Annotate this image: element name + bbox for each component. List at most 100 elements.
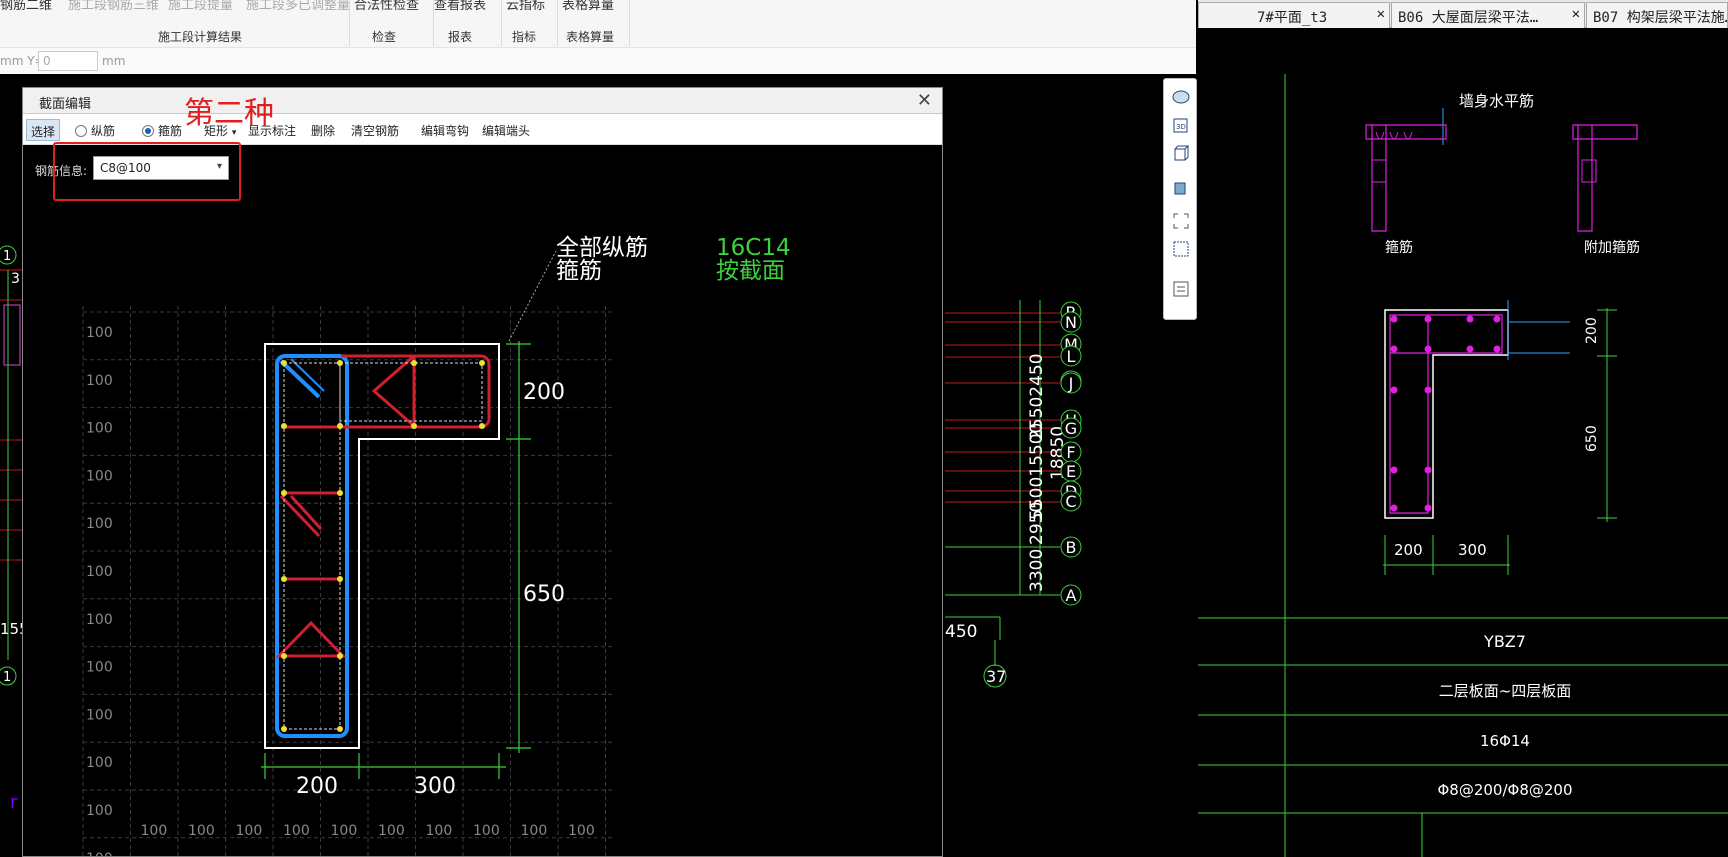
axis-label: G [1065, 419, 1077, 438]
ref-floors: 二层板面~四层板面 [1439, 682, 1572, 700]
tab-label: B07 构架层梁平法施… [1593, 10, 1728, 26]
ribbon-group-label: 表格算量 [566, 30, 615, 44]
ref-bar [1424, 315, 1432, 323]
grid-label-y: 100 [86, 325, 113, 341]
delete-button[interactable]: 删除 [311, 124, 336, 138]
ribbon-btn-quantity[interactable]: 施工段提量 [168, 0, 234, 13]
axis-label: C [1065, 492, 1076, 511]
dim-200-horizontal: 200 [296, 774, 338, 799]
axis-label: L [1067, 347, 1076, 366]
select-button[interactable]: 选择 [26, 119, 60, 141]
grid-label-y: 100 [86, 707, 113, 723]
radio-stirrup[interactable]: 箍筋 [142, 122, 182, 139]
clear-rebar-button[interactable]: 清空钢筋 [351, 124, 400, 138]
highlight-box [53, 142, 241, 201]
ref-stirrup-label: 箍筋 [1385, 239, 1413, 256]
cad-canvas[interactable]: 1 3 155 1 r [0, 74, 1728, 857]
ref-wall-label: 墙身水平筋 [1459, 92, 1534, 110]
close-icon[interactable]: ✕ [1376, 6, 1385, 22]
dim-300-horizontal: 300 [414, 774, 456, 799]
shape-dropdown[interactable]: 矩形 ▾ [204, 122, 236, 139]
spec-mode: 按截面 [716, 258, 785, 284]
ref-add-stirrup-label: 附加箍筋 [1584, 239, 1640, 256]
chevron-down-icon: ▾ [231, 128, 237, 138]
longitudinal-bar [281, 576, 287, 582]
outer-stirrup [275, 354, 349, 738]
inner-cover-line [339, 362, 483, 422]
edit-hook-button[interactable]: 编辑弯钩 [421, 124, 470, 138]
annotation-label: 第二种 [184, 96, 274, 131]
longitudinal-bar [479, 423, 485, 429]
grid-label-x: 100 [426, 823, 453, 839]
tie-hook [289, 494, 323, 531]
leader-line [508, 250, 557, 342]
ref-bar [1493, 315, 1501, 323]
grid-label-y: 100 [86, 851, 113, 857]
ribbon-btn-adjust[interactable]: 施工段多已调整量 [246, 0, 351, 13]
grid-label-y: 100 [86, 612, 113, 628]
ribbon-btn-table[interactable]: 表格算量 [562, 0, 615, 13]
tab-drawing-1[interactable]: 7#平面_t3 ✕ [1198, 2, 1390, 28]
axis-bubble [1060, 536, 1082, 558]
grid-label-x: 100 [521, 823, 548, 839]
grid-label-y: 100 [86, 564, 113, 580]
ref-bar [1493, 345, 1501, 353]
reference-drawing: 墙身水平筋 箍筋 附加箍筋 200 650 200 [1198, 74, 1728, 857]
ribbon-group-check: 合法性检查 检查 [350, 0, 434, 46]
axis-stack-text-2: 25502450 [1027, 353, 1047, 440]
solid-cube-icon[interactable] [1171, 177, 1191, 197]
ref-bar [1424, 504, 1432, 512]
ref-dim-300-h: 300 [1458, 541, 1487, 559]
properties-icon[interactable] [1171, 279, 1191, 299]
left-grid-lines [0, 269, 22, 561]
axis-grid: 550015500 25502450 18850 2950 3300 450 3… [945, 300, 1082, 688]
section-outline [264, 343, 500, 749]
edit-end-button[interactable]: 编辑端头 [482, 124, 531, 138]
radio-longitudinal[interactable]: 纵筋 [75, 122, 115, 139]
coord-y-input[interactable]: 0 [38, 51, 98, 71]
close-icon[interactable]: ✕ [916, 90, 932, 111]
left-dim-155: 155 [0, 620, 29, 638]
axis-dim-2950: 2950 [1027, 502, 1047, 545]
grid-label-x: 100 [141, 823, 168, 839]
orbit-icon[interactable] [1171, 87, 1191, 107]
ribbon-btn-2d[interactable]: 钢筋二维 [0, 0, 53, 13]
axis-dim-3300: 3300 [1027, 549, 1047, 592]
label-stirrup: 箍筋 [556, 258, 602, 284]
cube-icon[interactable] [1171, 143, 1191, 163]
rebar-info-dropdown[interactable]: C8@100 ▾ [93, 156, 229, 180]
longitudinal-bar [337, 653, 343, 659]
tab-drawing-3[interactable]: B07 构架层梁平法施… [1586, 2, 1728, 28]
axis-dim-450: 450 [945, 622, 977, 642]
grid-label-x: 100 [236, 823, 263, 839]
ribbon-btn-3d[interactable]: 施工段钢筋三维 [68, 0, 160, 13]
left-axis-label: 1 [3, 670, 11, 685]
ribbon-group-table: 表格算量 表格算量 [558, 0, 630, 46]
ribbon-btn-validity[interactable]: 合法性检查 [354, 0, 420, 13]
grid-label-x: 100 [188, 823, 215, 839]
dialog-toolbar: 选择 纵筋 箍筋 矩形 ▾ 显示标注 删除 清空钢筋 编辑弯钩 编辑端头 [23, 114, 942, 145]
close-icon[interactable]: ✕ [1571, 6, 1580, 22]
radio-label: 纵筋 [91, 124, 116, 138]
grid-label-y: 100 [86, 660, 113, 676]
show-dims-button[interactable]: 显示标注 [248, 124, 297, 138]
ribbon-btn-report[interactable]: 查看报表 [434, 0, 487, 13]
longitudinal-bar [337, 360, 343, 366]
ribbon-btn-cloud[interactable]: 云指标 [506, 0, 546, 13]
tab-drawing-2[interactable]: B06 大屋面层梁平法… ✕ [1391, 2, 1585, 28]
rebar-info-label: 钢筋信息: [35, 164, 88, 178]
view-3d-icon[interactable]: 3D [1171, 115, 1191, 135]
tab-label: B06 大屋面层梁平法… [1398, 10, 1539, 26]
ribbon-group-report: 查看报表 报表 [434, 0, 502, 46]
dialog-titlebar: 截面编辑 ✕ [23, 88, 942, 114]
view-box-icon[interactable] [1171, 239, 1191, 259]
stirrup-hook [279, 359, 321, 399]
ref-bar [1390, 315, 1398, 323]
ribbon-group-label: 报表 [448, 30, 473, 44]
grid-label-x: 100 [378, 823, 405, 839]
axis-label: A [1066, 586, 1077, 605]
zoom-extents-icon[interactable] [1171, 211, 1191, 231]
longitudinal-bar [479, 360, 485, 366]
